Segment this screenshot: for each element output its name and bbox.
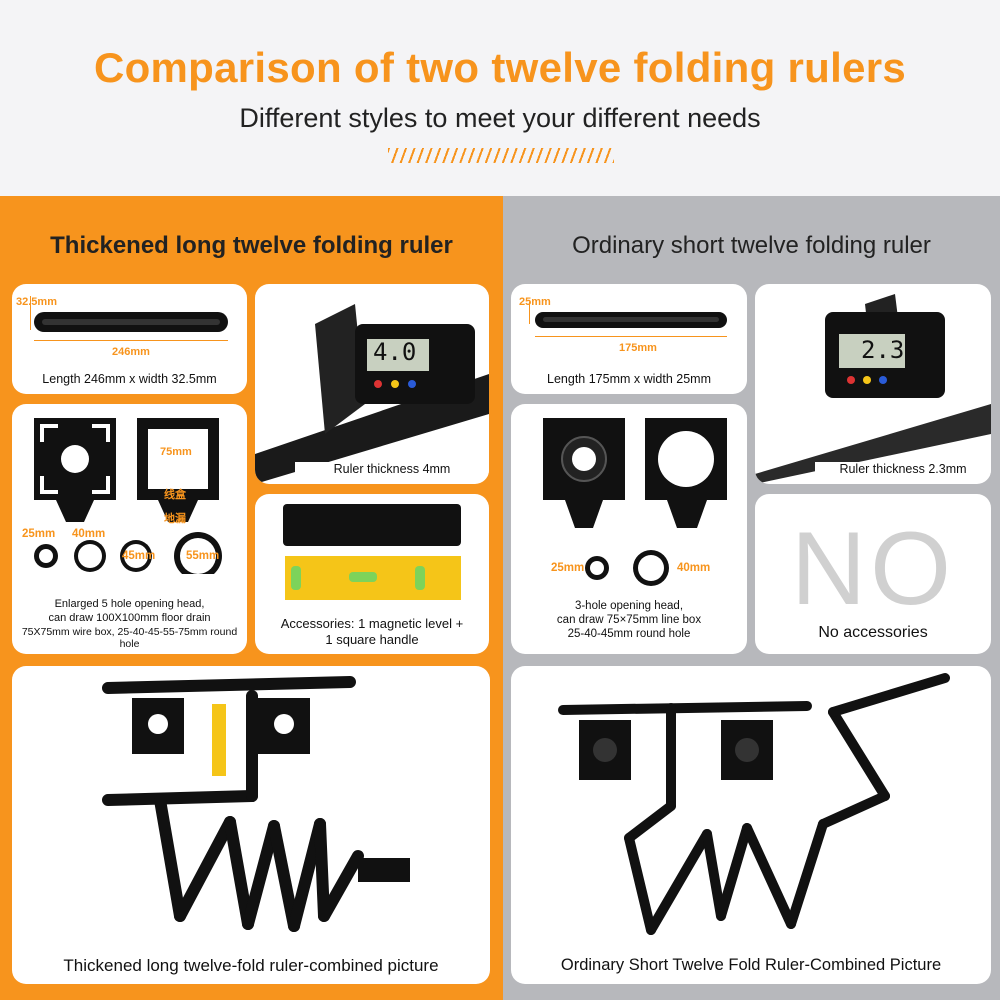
right-templates-caption-3: 25-40-45mm round hole [567,628,691,640]
left-caliper-caption: Ruler thickness 4mm [295,462,489,477]
right-ring-label-25: 25mm [551,562,585,574]
page-subtitle: Different styles to meet your different … [239,103,761,133]
right-ruler-length-label: 175mm [619,342,657,354]
right-combined-image [558,673,950,935]
left-ruler-length-label: 246mm [112,346,150,358]
header: Comparison of two twelve folding rulers … [0,0,1000,196]
right-accessories-caption: No accessories [818,624,928,641]
right-ruler-caption: Length 175mm x width 25mm [547,372,711,386]
left-template-size-label: 75mm [160,446,192,458]
left-ruler-width-label: 32.5mm [16,296,57,308]
right-caliper-caption: Ruler thickness 2.3mm [815,462,991,477]
right-template-heads-image [543,418,727,586]
right-panel-title: Ordinary short twelve folding ruler [572,232,931,259]
left-templates-caption-1: Enlarged 5 hole opening head, [54,598,205,610]
right-caliper-image [755,294,991,484]
right-caliper-card: 2.3 Ruler thickness 2.3mm [755,284,991,484]
right-ruler-width-label: 25mm [519,296,551,308]
left-combined-caption: Thickened long twelve-fold ruler-combine… [63,956,439,975]
right-panel: Ordinary short twelve folding ruler 25mm… [503,196,1000,1000]
left-ring-label-40: 40mm [72,528,106,540]
left-template-box-label: 线盒 [164,489,186,501]
left-combined-card: Thickened long twelve-fold ruler-combine… [12,666,490,984]
left-templates-caption-3: 75X75mm wire box, 25-40-45-55-75mm round… [21,626,238,651]
left-accessories-caption-2: 1 square handle [325,632,419,647]
no-accessories-mark: NO [791,511,955,627]
right-combined-card: Ordinary Short Twelve Fold Ruler-Combine… [511,666,991,984]
left-templates-caption-2: can draw 100X100mm floor drain [48,612,211,624]
left-combined-image [102,676,410,932]
left-template-drain-label: 地漏 [164,513,186,525]
right-templates-card: 25mm 40mm 3-hole opening head, can draw … [511,404,747,654]
right-templates-caption-1: 3-hole opening head, [574,600,684,612]
left-ruler-image [34,312,228,332]
left-ruler-caption: Length 246mm x width 32.5mm [42,372,217,386]
caliper-image [255,304,489,484]
page-title: Comparison of two twelve folding rulers [93,44,907,91]
right-combined-caption: Ordinary Short Twelve Fold Ruler-Combine… [560,956,942,974]
left-accessories-caption-1: Accessories: 1 magnetic level + [280,616,464,631]
left-panel: Thickened long twelve folding ruler 32.5… [0,196,503,1000]
left-panel-title: Thickened long twelve folding ruler [50,232,453,259]
left-ring-label-25: 25mm [22,528,56,540]
right-templates-caption-2: can draw 75×75mm line box [556,614,702,626]
left-accessories-card: Accessories: 1 magnetic level + 1 square… [255,494,489,654]
left-ring-label-45: 45mm [122,550,156,562]
right-caliper-reading: 2.3 [861,336,905,364]
left-ruler-dimension-card: 32.5mm 246mm Length 246mm x width 32.5mm [12,284,247,394]
left-templates-card: 75mm 线盒 地漏 25mm 40mm 45mm 55mm Enlarged … [12,404,247,654]
left-caliper-card: 4.0 Ruler thickness 4mm [255,284,489,484]
right-ruler-dimension-card: 25mm 175mm Length 175mm x width 25mm [511,284,747,394]
left-caliper-reading: 4.0 [373,338,417,366]
right-ruler-image [535,312,727,328]
decorative-hatch [388,148,614,163]
level-and-handle-image [283,504,461,600]
right-accessories-card: NO No accessories [755,494,991,654]
right-ring-label-40: 40mm [677,562,711,574]
left-template-heads-image [34,418,222,580]
left-ring-label-55: 55mm [186,550,220,562]
